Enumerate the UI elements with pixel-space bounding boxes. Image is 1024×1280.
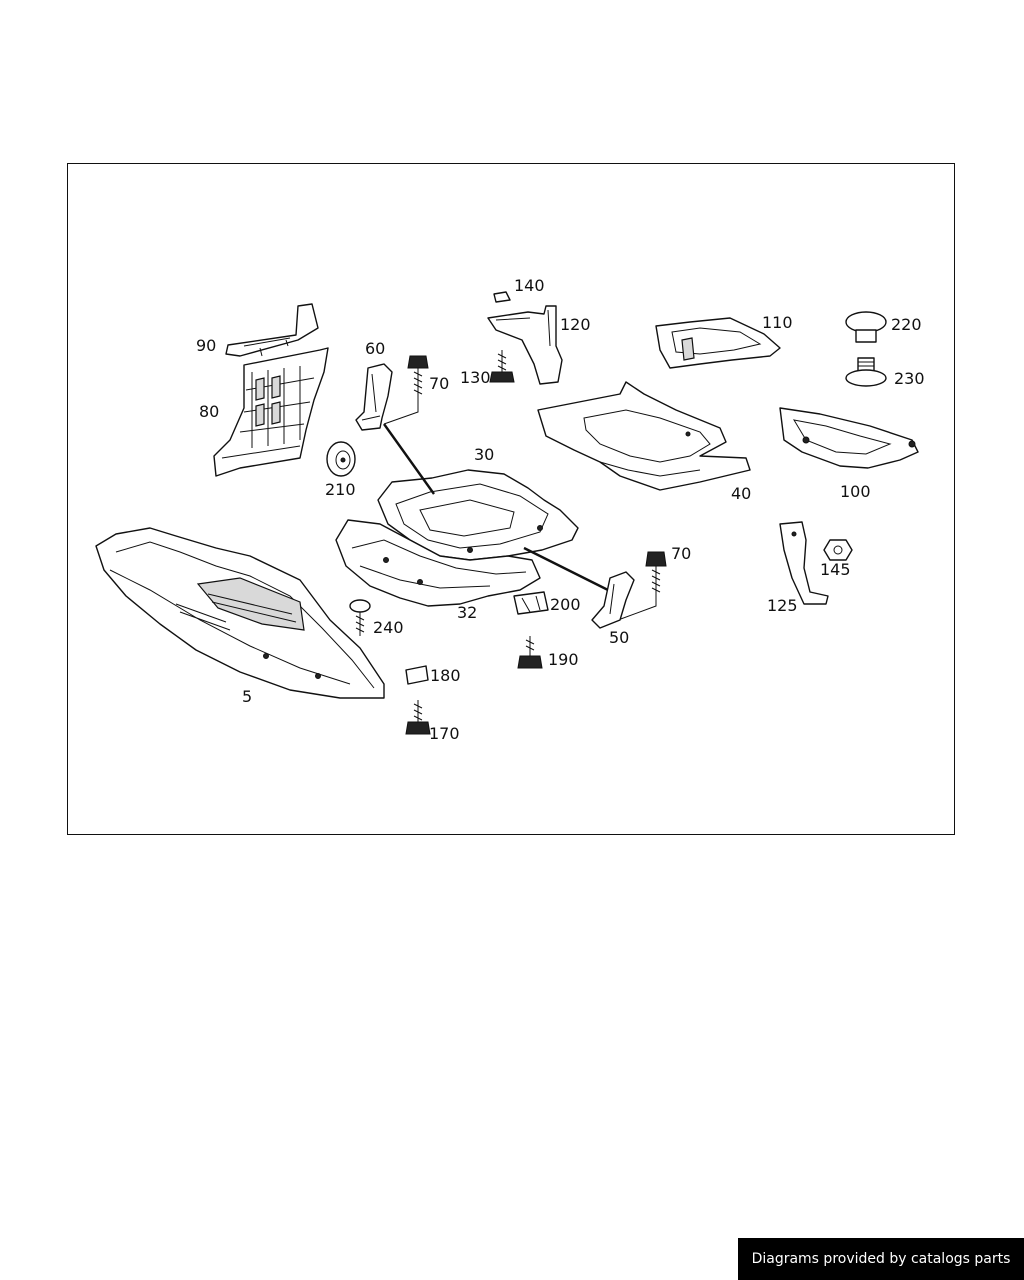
part-50-bracket: [591, 571, 635, 629]
label-180: 180: [430, 666, 461, 685]
label-200: 200: [550, 595, 581, 614]
label-100: 100: [840, 482, 871, 501]
part-100-tray: [779, 407, 919, 469]
part-40-large-panel: [537, 381, 751, 491]
part-90-bracket: [225, 303, 319, 357]
label-40: 40: [731, 484, 751, 503]
bolt-70-upper: [383, 355, 429, 425]
label-60: 60: [365, 339, 385, 358]
screw-240: [349, 599, 371, 636]
bolt-130: [489, 350, 515, 383]
label-30: 30: [474, 445, 494, 464]
label-5: 5: [242, 687, 252, 706]
label-190: 190: [548, 650, 579, 669]
part-220-plug: [845, 311, 887, 343]
label-130: 130: [460, 368, 491, 387]
label-32: 32: [457, 603, 477, 622]
label-70-lower: 70: [671, 544, 691, 563]
part-80-side-panel: [213, 347, 329, 477]
part-210-grommet: [326, 441, 356, 477]
label-125: 125: [767, 596, 798, 615]
part-30-center-tray: [377, 469, 579, 561]
part-60-bracket: [355, 363, 393, 431]
part-125-bracket: [779, 521, 829, 605]
part-120-bracket: [487, 305, 563, 385]
label-80: 80: [199, 402, 219, 421]
label-210: 210: [325, 480, 356, 499]
part-labels: 90 80 60 70 210 30 140 120 130 110 220 2…: [196, 276, 925, 743]
bolt-70-lower: [617, 551, 667, 621]
part-110-rear-tray: [655, 317, 781, 369]
label-140: 140: [514, 276, 545, 295]
part-5-front-panel: [95, 527, 385, 699]
footer-caption: Diagrams provided by catalogs parts: [738, 1238, 1024, 1280]
label-230: 230: [894, 369, 925, 388]
nut-145: [823, 539, 853, 561]
part-140-clip: [493, 291, 511, 303]
part-32-lower-tray: [335, 519, 541, 607]
label-240: 240: [373, 618, 404, 637]
label-220: 220: [891, 315, 922, 334]
leader-lines: [383, 423, 613, 594]
label-50: 50: [609, 628, 629, 647]
part-230-plug: [845, 357, 887, 387]
screw-170: [405, 700, 431, 735]
bolt-190: [517, 636, 543, 669]
diagram-frame: [67, 163, 955, 835]
label-70-upper: 70: [429, 374, 449, 393]
label-90: 90: [196, 336, 216, 355]
label-145: 145: [820, 560, 851, 579]
label-110: 110: [762, 313, 793, 332]
label-170: 170: [429, 724, 460, 743]
clip-180: [405, 665, 429, 685]
clip-200: [513, 591, 549, 615]
label-120: 120: [560, 315, 591, 334]
